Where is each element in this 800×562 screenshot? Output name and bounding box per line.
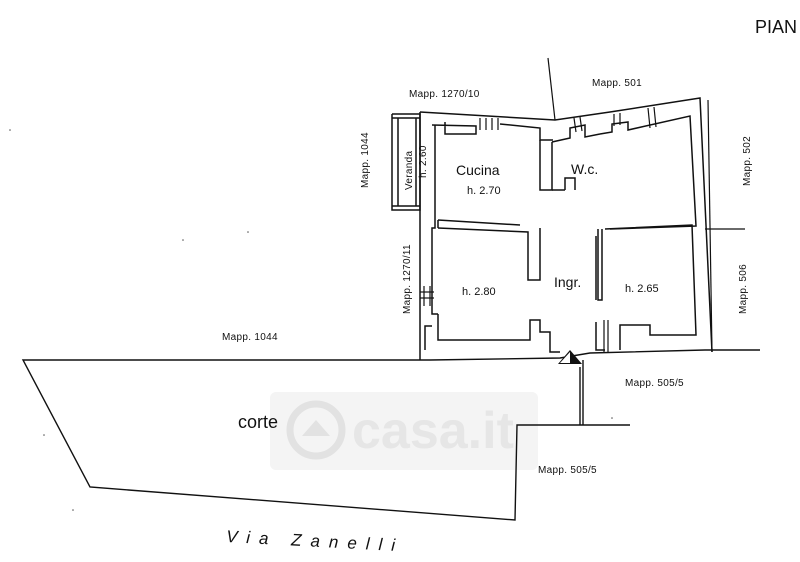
drawing-specks [9, 129, 613, 511]
room-wc-label: W.c. [571, 161, 598, 177]
parcel-top-left: Mapp. 1270/10 [409, 89, 480, 100]
room-ingresso-label: Ingr. [554, 274, 581, 290]
room-right-height: h. 2.65 [625, 283, 659, 295]
page-title: PIAN [755, 17, 797, 37]
courtyard-outline [21, 349, 760, 521]
watermark-text: casa.it [352, 402, 514, 460]
parcel-left-vertical: Mapp. 1044 [360, 132, 371, 188]
entrance-arrow-icon [558, 350, 582, 364]
parcel-right-lower: Mapp. 505/5 [625, 378, 684, 389]
parcel-right-top-vertical: Mapp. 502 [742, 136, 753, 186]
street-label: Via Zanelli [226, 527, 405, 555]
room-cucina-label: Cucina [456, 162, 500, 178]
room-cucina-height: h. 2.70 [467, 185, 501, 197]
parcel-left-horizontal: Mapp. 1044 [222, 332, 278, 343]
openings [420, 106, 657, 352]
veranda-label: Veranda [404, 151, 415, 190]
house-logo-icon [286, 400, 346, 460]
watermark: casa.it [270, 392, 538, 470]
parcel-right-mid-vertical: Mapp. 506 [738, 264, 749, 314]
veranda-height: h. 2.60 [418, 145, 429, 178]
parcel-bottom-right: Mapp. 505/5 [538, 465, 597, 476]
parcel-left-mid-vertical: Mapp. 1270/11 [402, 244, 413, 314]
courtyard-label: corte [238, 412, 278, 432]
parcel-top-right: Mapp. 501 [592, 78, 642, 89]
building-walls [391, 97, 713, 360]
room-left-height: h. 2.80 [462, 286, 496, 298]
parcel-boundaries [547, 57, 745, 353]
